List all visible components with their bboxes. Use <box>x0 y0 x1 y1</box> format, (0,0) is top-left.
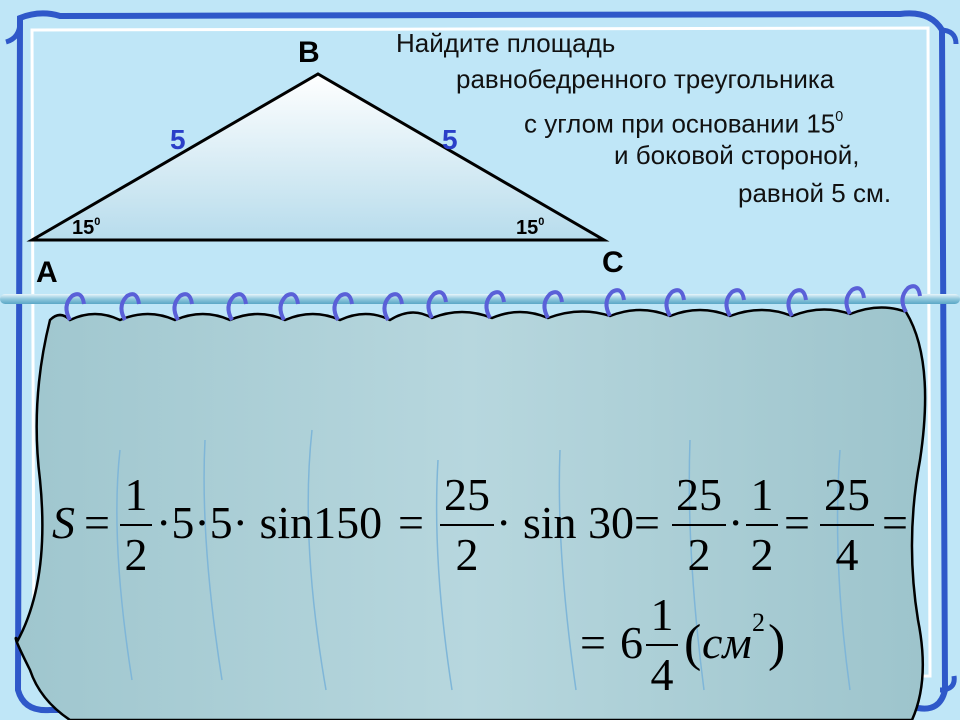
formula-paren-close: ) <box>768 615 786 672</box>
vertex-a-label: А <box>36 256 58 289</box>
side-ab-label: 5 <box>170 124 186 155</box>
formula-eq-2: = <box>398 497 424 548</box>
formula-s: S <box>52 497 75 548</box>
problem-line-3: с углом при основании 150 <box>524 108 844 139</box>
problem-line-2: равнобедренного треугольника <box>456 64 835 94</box>
curtain-decoration <box>0 284 960 720</box>
formula-whole: 6 <box>620 617 643 668</box>
problem-line-1: Найдите площадь <box>396 28 616 58</box>
formula-dot: · <box>728 497 744 548</box>
vertex-b-label: В <box>298 36 320 69</box>
curtain <box>14 306 927 720</box>
problem-line-5: равной 5 см. <box>738 178 892 208</box>
formula-eq-3: = <box>634 497 660 548</box>
formula-paren-open: ( <box>684 615 702 672</box>
angle-c-label: 150 <box>516 216 545 239</box>
curtain-rod <box>0 294 960 304</box>
formula-product: ·5·5· sin150 <box>156 497 383 548</box>
triangle-figure <box>26 72 610 242</box>
problem-line-4: и боковой стороной, <box>614 140 860 170</box>
vertex-c-label: С <box>602 246 624 279</box>
angle-a-label: 150 <box>72 216 101 239</box>
formula-unit-exp: 2 <box>752 608 765 637</box>
formula-eq-6: = <box>580 617 606 668</box>
formula-unit: см <box>702 617 752 668</box>
formula-eq-1: = <box>84 497 110 548</box>
formula-eq-4: = <box>784 497 810 548</box>
formula-eq-5: = <box>882 497 908 548</box>
side-bc-label: 5 <box>442 124 458 155</box>
curtain-rings <box>64 284 922 321</box>
formula-sin30: · sin 30 <box>496 497 634 548</box>
